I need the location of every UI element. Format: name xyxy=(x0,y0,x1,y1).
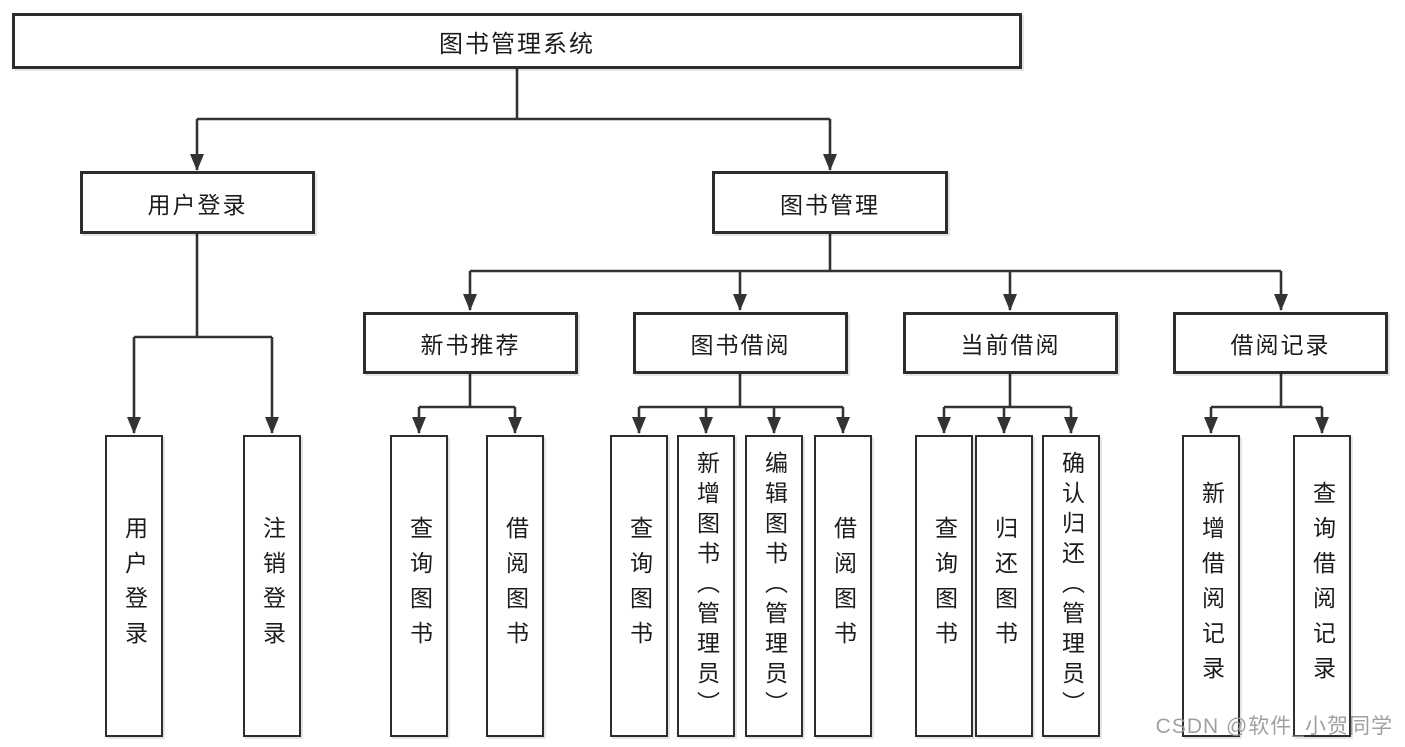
node-book-borrowing: 图书借阅 xyxy=(633,312,848,374)
node-library-management-system: 图书管理系统 xyxy=(12,13,1022,69)
node-label: 确认归还（管理员） xyxy=(1058,451,1085,721)
node-user-login-leaf: 用户登录 xyxy=(105,435,163,737)
node-new-book-recommendation: 新书推荐 xyxy=(363,312,578,374)
node-label: 查询图书 xyxy=(626,516,653,656)
node-label: 图书管理 xyxy=(780,191,880,218)
node-label: 注销登录 xyxy=(259,516,286,656)
node-label: 新书推荐 xyxy=(420,332,521,358)
node-return-books: 归还图书 xyxy=(975,435,1033,737)
node-label: 用户登录 xyxy=(147,191,248,218)
node-label: 图书管理系统 xyxy=(439,30,595,58)
node-label: 借阅记录 xyxy=(1230,332,1331,358)
node-label: 查询图书 xyxy=(931,516,958,656)
node-logout: 注销登录 xyxy=(243,435,301,737)
node-label: 图书借阅 xyxy=(690,332,791,358)
node-borrow-books-recommendation: 借阅图书 xyxy=(486,435,544,737)
node-current-borrowing: 当前借阅 xyxy=(903,312,1118,374)
node-label: 用户登录 xyxy=(121,516,148,656)
node-query-borrow-record: 查询借阅记录 xyxy=(1293,435,1351,737)
node-book-management: 图书管理 xyxy=(712,171,948,234)
node-add-borrow-record: 新增借阅记录 xyxy=(1182,435,1240,737)
node-query-books-borrowing: 查询图书 xyxy=(610,435,668,737)
connector-arrows xyxy=(127,119,1329,434)
csdn-watermark: CSDN @软件_小贺同学 xyxy=(1155,715,1393,738)
node-borrow-books-borrowing: 借阅图书 xyxy=(814,435,872,737)
node-user-login: 用户登录 xyxy=(80,171,315,234)
node-label: 编辑图书（管理员） xyxy=(761,451,788,721)
node-label: 新增图书（管理员） xyxy=(693,451,720,721)
node-label: 查询借阅记录 xyxy=(1309,481,1336,691)
node-label: 当前借阅 xyxy=(960,332,1061,358)
node-query-books-recommendation: 查询图书 xyxy=(390,435,448,737)
node-label: 新增借阅记录 xyxy=(1198,481,1225,691)
node-edit-books-admin: 编辑图书（管理员） xyxy=(745,435,803,737)
node-borrowing-records: 借阅记录 xyxy=(1173,312,1388,374)
node-query-books-current: 查询图书 xyxy=(915,435,973,737)
node-add-books-admin: 新增图书（管理员） xyxy=(677,435,735,737)
node-label: 归还图书 xyxy=(991,516,1018,656)
node-label: 查询图书 xyxy=(406,516,433,656)
node-label: 借阅图书 xyxy=(502,516,529,656)
node-confirm-return-admin: 确认归还（管理员） xyxy=(1042,435,1100,737)
node-label: 借阅图书 xyxy=(830,516,857,656)
